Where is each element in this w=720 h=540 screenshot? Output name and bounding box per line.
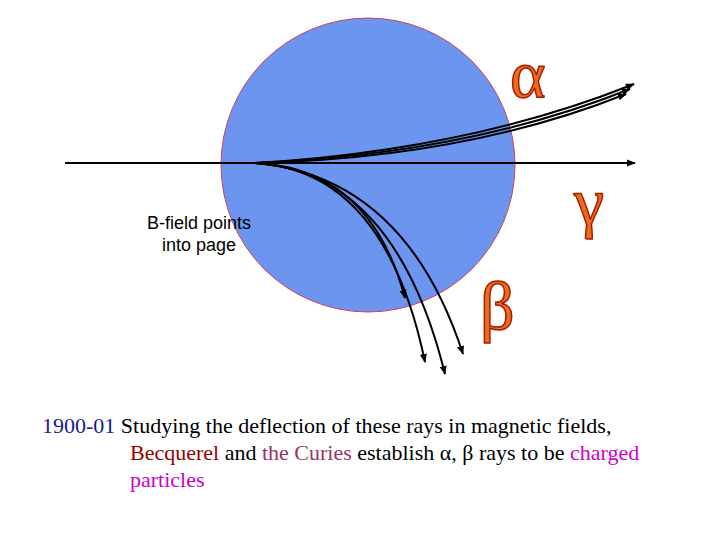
alpha-ray <box>255 84 634 163</box>
gamma-symbol: γ <box>574 168 604 236</box>
beta-symbol: β <box>480 272 515 340</box>
alpha-symbol: α <box>510 40 546 108</box>
field-note: B-field points into page <box>140 212 258 256</box>
beta-ray <box>255 163 445 374</box>
gamma-ray <box>65 162 635 164</box>
alpha-ray <box>255 94 626 163</box>
ray-paths <box>65 84 635 374</box>
beta-ray <box>255 163 463 354</box>
beta-ray <box>255 163 425 362</box>
caption: 1900-01 Studying the deflection of these… <box>42 412 682 493</box>
alpha-ray <box>255 89 630 163</box>
